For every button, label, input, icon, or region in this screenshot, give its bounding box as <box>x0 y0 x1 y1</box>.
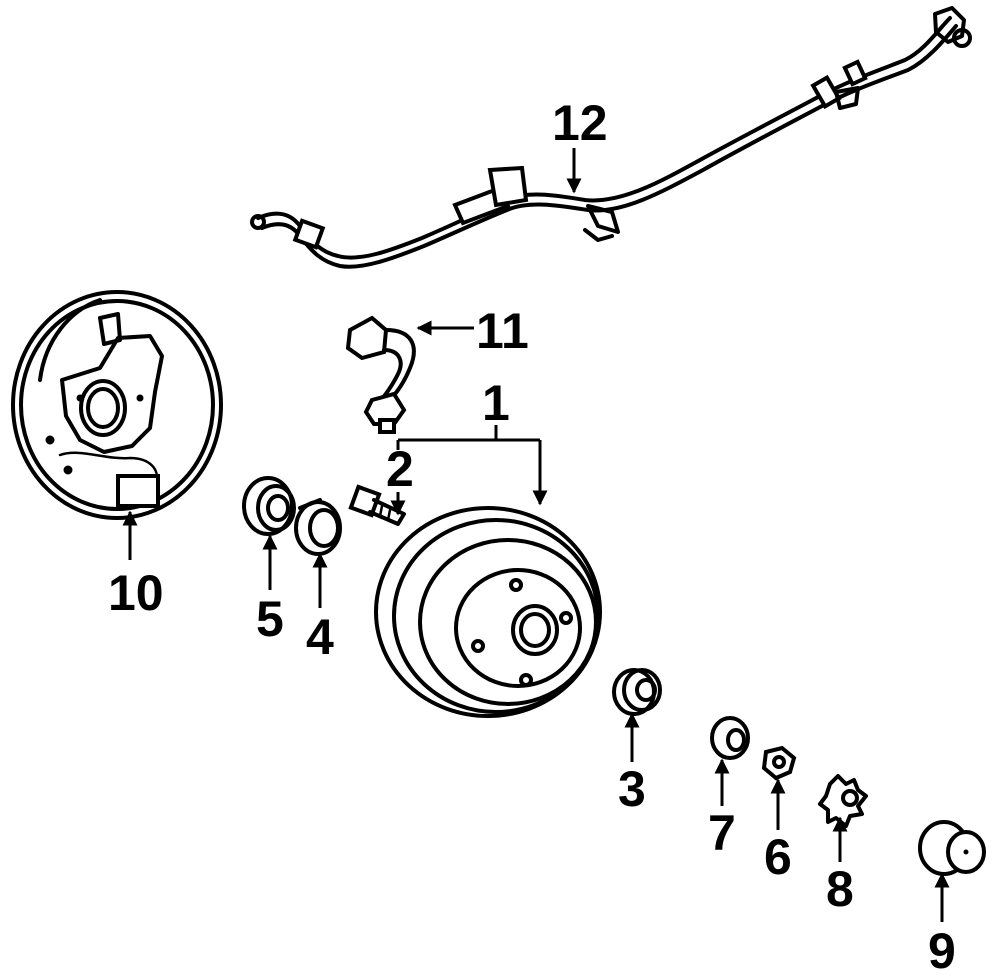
leader-lines <box>122 148 950 922</box>
callout-6: 6 <box>764 829 792 885</box>
hub-nut <box>761 745 797 781</box>
inner-bearing <box>294 498 342 556</box>
brake-drum <box>374 506 602 718</box>
callout-7: 7 <box>708 805 736 861</box>
oil-seal <box>242 476 296 536</box>
callout-3: 3 <box>618 761 646 817</box>
callout-labels: 12 11 1 2 10 5 4 3 7 6 8 9 <box>108 95 956 977</box>
wheel-stud <box>348 484 406 526</box>
callout-2: 2 <box>386 441 414 497</box>
outer-bearing <box>612 668 662 716</box>
callout-4: 4 <box>306 609 334 665</box>
callout-5: 5 <box>256 591 284 647</box>
callout-11: 11 <box>476 303 529 359</box>
washer <box>710 716 750 760</box>
grease-cap <box>918 820 986 876</box>
callout-10: 10 <box>108 565 164 621</box>
brake-line <box>345 315 416 434</box>
nut-lock <box>818 774 868 828</box>
abs-sensor-wire <box>250 6 972 269</box>
backing-plate <box>11 290 223 520</box>
callout-9: 9 <box>928 923 956 977</box>
callout-8: 8 <box>826 861 854 917</box>
callout-12: 12 <box>552 95 608 151</box>
callout-1: 1 <box>482 375 510 431</box>
